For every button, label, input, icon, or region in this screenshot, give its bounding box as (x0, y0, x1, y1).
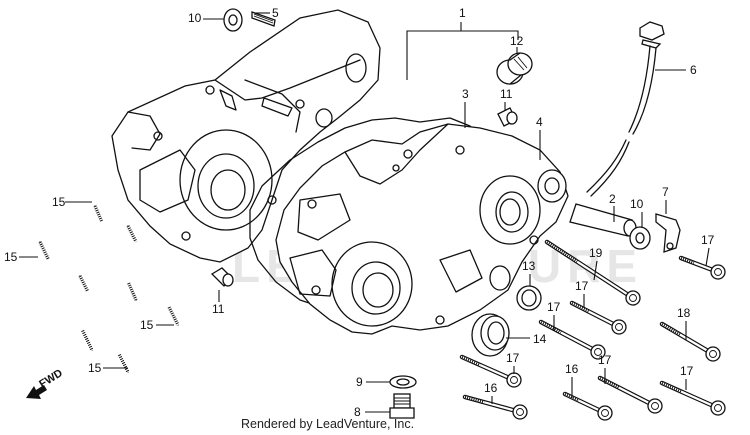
oil-seal-large[interactable] (471, 313, 510, 357)
callout-label[interactable]: 18 (677, 306, 691, 320)
callout-19[interactable]: 19 (589, 246, 603, 281)
flange-bolt[interactable] (544, 239, 641, 306)
leader-line (406, 22, 462, 80)
stud-bolt[interactable] (93, 205, 138, 301)
callout-11[interactable]: 11 (212, 290, 225, 316)
callout-16[interactable]: 16 (565, 362, 579, 398)
callout-5[interactable]: 5 (255, 6, 279, 20)
dowel-pin-top[interactable] (497, 107, 518, 127)
callout-label[interactable]: 9 (356, 375, 363, 389)
callout-11[interactable]: 11 (500, 87, 513, 110)
callout-label[interactable]: 8 (354, 405, 361, 419)
stud-bolt[interactable] (38, 241, 94, 351)
callout-1[interactable]: 1 (406, 6, 519, 80)
flange-bolt[interactable] (659, 321, 721, 362)
oil-seal-small[interactable] (516, 285, 542, 311)
leader-line (593, 260, 598, 281)
callout-17[interactable]: 17 (701, 233, 715, 267)
callout-label[interactable]: 17 (547, 300, 561, 314)
callout-13[interactable]: 13 (522, 259, 536, 286)
flange-bolt[interactable] (538, 319, 606, 360)
callout-label[interactable]: 17 (680, 364, 694, 378)
callout-label[interactable]: 3 (462, 87, 469, 101)
flange-bolt[interactable] (569, 300, 627, 335)
callout-17[interactable]: 17 (598, 353, 612, 384)
callout-17[interactable]: 17 (506, 351, 520, 374)
callout-label[interactable]: 17 (598, 353, 612, 367)
left-crankcase[interactable] (111, 9, 381, 263)
callout-label[interactable]: 14 (533, 332, 547, 346)
callout-4[interactable]: 4 (536, 115, 543, 160)
callout-15[interactable]: 15 (140, 318, 174, 332)
fwd-label: FWD (37, 367, 65, 390)
callout-17[interactable]: 17 (680, 364, 694, 390)
washer-right[interactable] (629, 226, 651, 250)
callout-6[interactable]: 6 (655, 63, 697, 77)
flange-bolt[interactable] (597, 375, 663, 414)
callout-label[interactable]: 6 (690, 63, 697, 77)
callout-label[interactable]: 16 (484, 381, 498, 395)
callout-10[interactable]: 10 (188, 11, 224, 25)
callout-label[interactable]: 11 (500, 87, 513, 101)
callout-12[interactable]: 12 (510, 34, 524, 54)
callout-15[interactable]: 15 (4, 250, 38, 264)
callout-14[interactable]: 14 (506, 332, 547, 346)
callout-label[interactable]: 13 (522, 259, 536, 273)
callout-10[interactable]: 10 (630, 197, 644, 228)
callout-label[interactable]: 4 (536, 115, 543, 129)
callout-18[interactable]: 18 (677, 306, 691, 340)
dowel-pin-bottom[interactable] (210, 267, 234, 287)
callout-2[interactable]: 2 (609, 192, 616, 222)
flange-bolt[interactable] (678, 255, 726, 280)
callout-label[interactable]: 11 (212, 302, 225, 316)
callout-label[interactable]: 17 (575, 279, 589, 293)
callout-8[interactable]: 8 (354, 405, 390, 419)
callout-label[interactable]: 2 (609, 192, 616, 206)
callout-label[interactable]: 7 (662, 185, 669, 199)
callout-label[interactable]: 5 (272, 6, 279, 20)
chain-guide-clip[interactable] (251, 11, 276, 27)
callout-17[interactable]: 17 (547, 300, 561, 330)
sealing-washer[interactable] (389, 375, 417, 389)
washer-top[interactable] (223, 8, 243, 32)
callout-label[interactable]: 12 (510, 34, 524, 48)
leader-line (705, 247, 710, 267)
callout-label[interactable]: 15 (52, 195, 66, 209)
callout-16[interactable]: 16 (484, 381, 498, 404)
clamp-bracket[interactable] (655, 213, 681, 253)
render-credit: Rendered by LeadVenture, Inc. (241, 417, 415, 431)
leader-line (461, 30, 519, 40)
callout-label[interactable]: 19 (589, 246, 603, 260)
flange-bolt[interactable] (459, 354, 522, 388)
callout-15[interactable]: 15 (52, 195, 92, 209)
callout-15[interactable]: 15 (88, 361, 128, 375)
sleeve[interactable] (569, 203, 637, 237)
callout-label[interactable]: 16 (565, 362, 579, 376)
callout-label[interactable]: 15 (4, 250, 18, 264)
flange-bolt[interactable] (462, 394, 528, 420)
callout-label[interactable]: 15 (140, 318, 154, 332)
stud-bolt[interactable] (126, 225, 180, 326)
callout-label[interactable]: 10 (630, 197, 644, 211)
callout-9[interactable]: 9 (356, 375, 390, 389)
right-crankcase[interactable] (275, 123, 569, 335)
callout-label[interactable]: 15 (88, 361, 102, 375)
callout-label[interactable]: 1 (459, 6, 466, 20)
needle-bearing[interactable] (496, 52, 533, 85)
callout-label[interactable]: 17 (506, 351, 520, 365)
callout-3[interactable]: 3 (462, 87, 469, 128)
callout-label[interactable]: 10 (188, 11, 202, 25)
stud-bolt[interactable] (78, 275, 130, 373)
drain-bolt[interactable] (389, 393, 415, 419)
callout-7[interactable]: 7 (662, 185, 669, 214)
callout-label[interactable]: 17 (701, 233, 715, 247)
forward-direction-indicator: FWD (26, 367, 65, 399)
flange-bolt[interactable] (659, 380, 726, 416)
breather-tube[interactable] (586, 21, 665, 197)
callout-17[interactable]: 17 (575, 279, 589, 308)
